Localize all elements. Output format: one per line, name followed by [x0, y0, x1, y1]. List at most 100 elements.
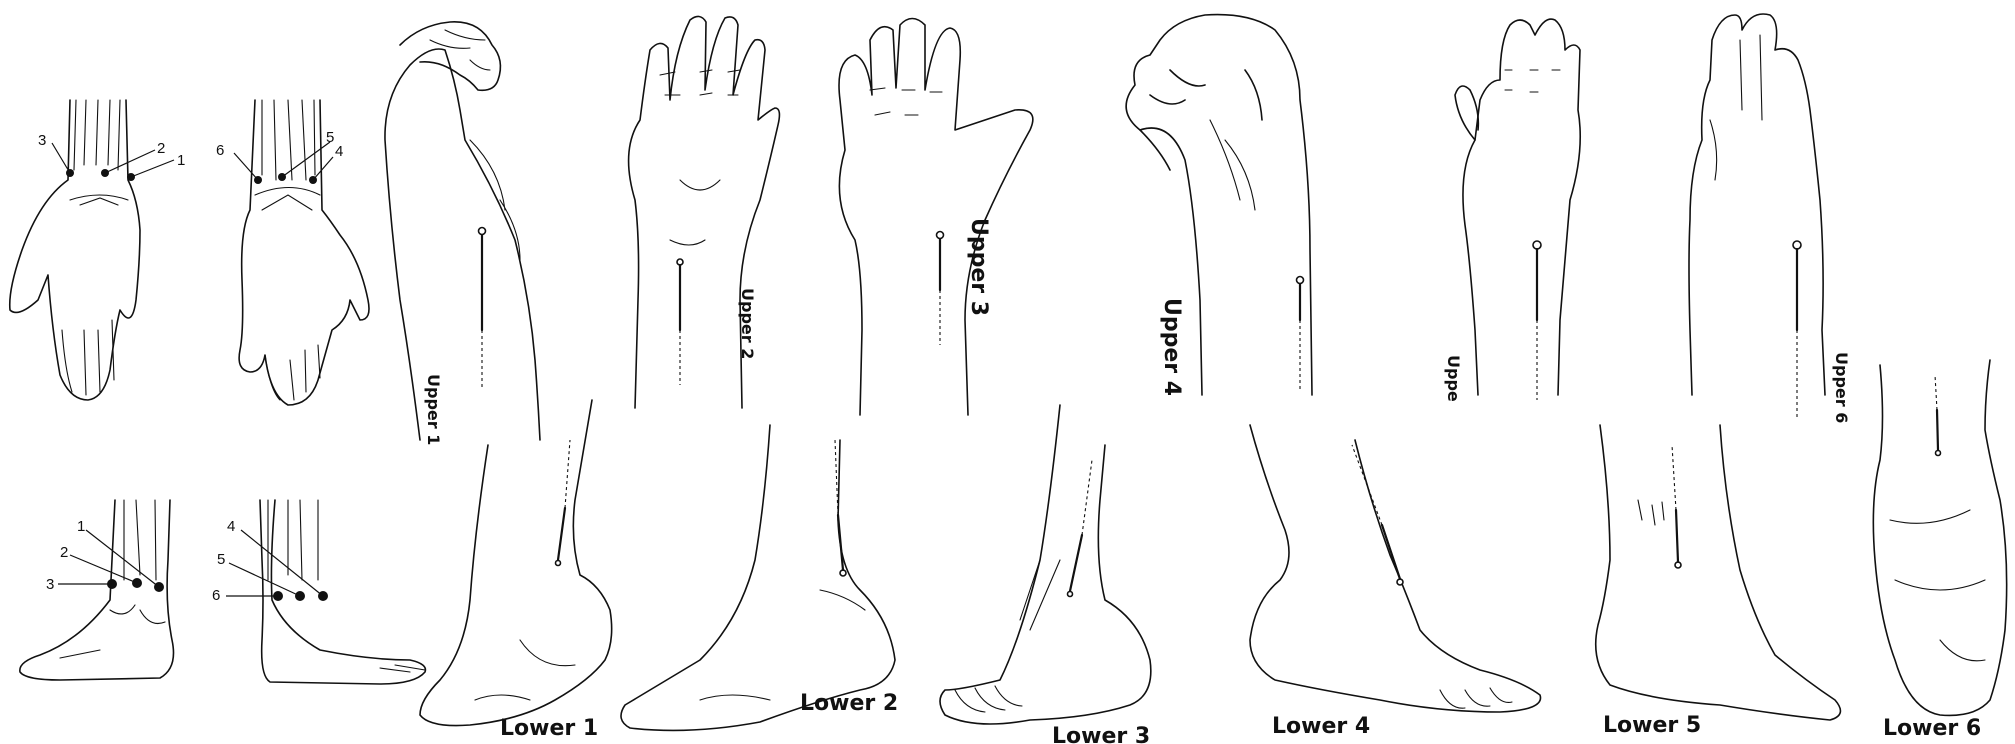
ankle-lateral-key: 1 2 3: [20, 500, 174, 680]
lower-6-needle-head: [1936, 451, 1941, 456]
upper-2-palm-lines: [670, 180, 720, 245]
panel-lower-3: Lower 3: [940, 405, 1151, 744]
panel-upper-1: Upper 1: [385, 22, 540, 445]
point-label-5: 5: [326, 129, 334, 146]
upper-1-label: Upper 1: [424, 374, 443, 445]
leader-6: [234, 153, 258, 180]
lower-3-needle-head: [1068, 592, 1073, 597]
ankle-lateral-outline: [20, 500, 174, 680]
lower-2-needle: [838, 515, 843, 570]
upper-4-contours: [1210, 120, 1255, 210]
upper-1-arm-outline: [385, 49, 540, 440]
upper-4-label: Upper 4: [1159, 298, 1184, 396]
lower-1-leg-outline: [420, 400, 612, 726]
point-label-6: 6: [216, 142, 224, 159]
upper-6-label: Upper 6: [1832, 352, 1851, 423]
upper-3-label: Upper 3: [966, 218, 991, 316]
upper-6-contours: [1710, 35, 1762, 180]
lower-3-needle: [1070, 535, 1082, 591]
wrist-palmar-tendons: [262, 100, 315, 180]
lower-1-needle-path: [565, 440, 570, 508]
leader-ankle-1: [86, 530, 159, 587]
upper-6-arm-outline: [1689, 14, 1825, 395]
upper-3-needle-head: [937, 232, 944, 239]
panel-upper-6: Upper 6: [1689, 14, 1851, 423]
upper-4-arm-outline: [1126, 15, 1312, 395]
panel-upper-4: Upper 4: [1126, 15, 1312, 397]
ankle-medial-toes: [380, 665, 425, 672]
ankle-lateral-tendons: [124, 500, 156, 580]
lower-1-contours: [475, 640, 575, 700]
upper-5-arm-outline: [1463, 19, 1580, 395]
upper-5-label: Uppe: [1444, 355, 1463, 402]
wrist-dorsal-crease: [70, 195, 128, 205]
point-label-2: 2: [157, 140, 165, 157]
upper-5-thumb: [1455, 86, 1478, 140]
lower-6-sole-lines: [1890, 510, 1985, 661]
upper-4-needle-head: [1297, 277, 1304, 284]
panel-upper-3: Upper 3: [839, 19, 1033, 416]
panel-upper-5: Uppe: [1444, 19, 1580, 402]
point-label-ankle-3: 3: [46, 576, 54, 593]
upper-2-label: Upper 2: [738, 288, 757, 359]
panel-lower-5: Lower 5: [1596, 425, 1841, 738]
upper-5-knuckle-lines: [1505, 70, 1560, 92]
lower-3-toes: [955, 686, 1022, 712]
lower-1-needle-head: [556, 561, 561, 566]
lower-5-needle: [1676, 510, 1678, 562]
point-label-4: 4: [335, 143, 343, 160]
ankle-medial-tendons: [268, 500, 318, 580]
upper-1-arm-contours: [470, 140, 520, 260]
upper-6-needle-head: [1793, 241, 1801, 249]
leader-3: [52, 143, 70, 173]
lower-3-needle-path: [1082, 460, 1092, 535]
panel-lower-1: Lower 1: [420, 400, 612, 741]
lower-2-leg-outline: [621, 425, 895, 730]
lower-6-needle-path: [1935, 375, 1937, 410]
point-label-ankle-1: 1: [77, 518, 85, 535]
lower-4-needle-path: [1352, 445, 1382, 525]
point-label-3: 3: [38, 132, 46, 149]
ankle-medial-outline: [260, 500, 425, 684]
wrist-palmar-key: 4 5 6: [216, 100, 369, 405]
point-label-1: 1: [177, 152, 185, 169]
lower-3-label: Lower 3: [1052, 724, 1150, 744]
wrist-dorsal-tendons: [74, 100, 120, 170]
leader-4: [313, 157, 333, 180]
lower-4-toes: [1440, 688, 1512, 708]
lower-6-needle: [1937, 410, 1938, 450]
point-label-ankle-5: 5: [217, 551, 225, 568]
lower-3-tendons: [1020, 560, 1060, 630]
lower-6-foot-outline: [1873, 360, 2006, 715]
leader-ankle-4: [241, 530, 323, 596]
ankle-medial-key: 4 5 6: [212, 500, 425, 684]
panel-lower-4: Lower 4: [1250, 425, 1541, 739]
lower-3-leg-outline: [940, 405, 1151, 724]
panel-lower-6: Lower 6: [1873, 360, 2006, 741]
lower-5-marks: [1638, 500, 1664, 525]
leader-ankle-5: [229, 563, 300, 596]
leader-1: [131, 160, 174, 177]
leader-2: [105, 150, 155, 173]
upper-3-arm-outline: [839, 19, 1033, 416]
point-label-ankle-6: 6: [212, 587, 220, 604]
lower-5-leg-outline: [1596, 425, 1841, 720]
ankle-lateral-contours: [60, 605, 165, 658]
upper-1-needle-head: [479, 228, 486, 235]
panel-upper-2: Upper 2: [629, 16, 780, 408]
lower-2-needle-path: [835, 440, 838, 515]
leader-ankle-2: [70, 555, 137, 583]
upper-3-knuckle-lines: [870, 88, 942, 115]
upper-5-needle-head: [1533, 241, 1541, 249]
lower-2-label: Lower 2: [800, 691, 898, 716]
lower-2-contours: [700, 590, 865, 700]
lower-4-needle: [1382, 525, 1400, 579]
point-label-ankle-2: 2: [60, 544, 68, 561]
wrist-palmar-crease: [255, 188, 320, 211]
lower-1-needle: [558, 508, 565, 560]
lower-5-needle-path: [1672, 445, 1676, 510]
panel-lower-2: Lower 2: [621, 425, 898, 730]
upper-4-fingers: [1140, 70, 1262, 170]
